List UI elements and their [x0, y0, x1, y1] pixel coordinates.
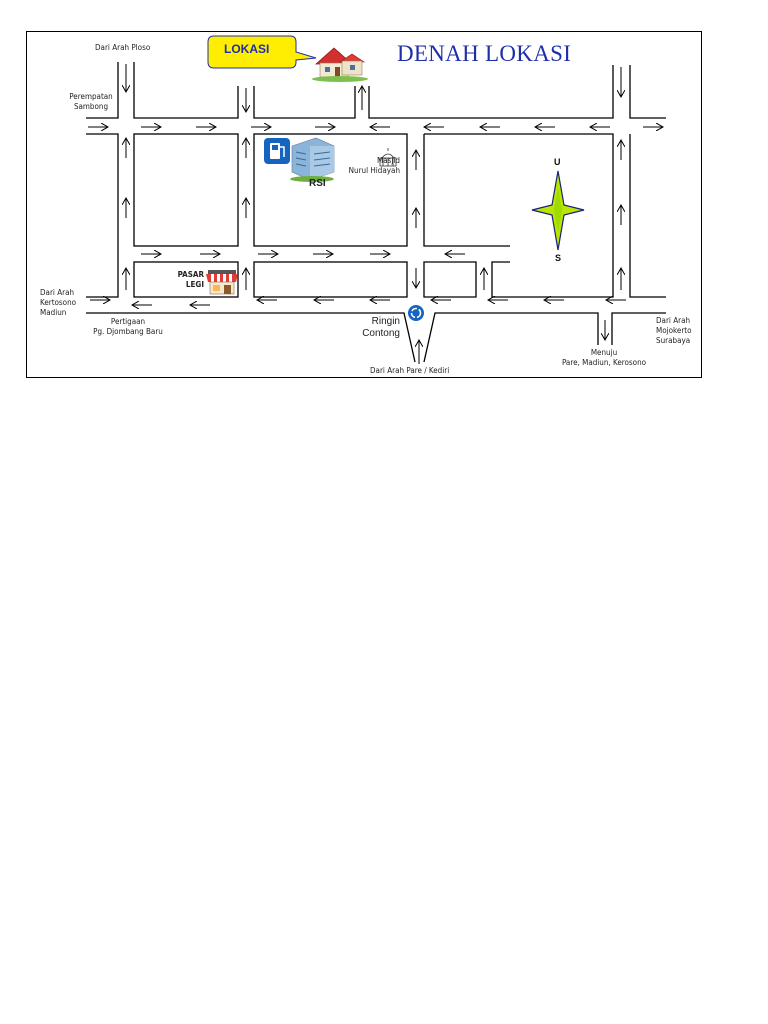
label-line: Contong — [362, 328, 400, 339]
mosque-icon — [379, 148, 397, 167]
label-dari-arah-mojokerto: Dari Arah Mojokerto Surabaya — [656, 316, 692, 346]
label-line: Madiun — [40, 308, 67, 317]
label-pertigaan: Pertigaan Pg. Djombang Baru — [78, 317, 178, 337]
fuel-station-icon — [264, 138, 290, 164]
label-line: Dari Arah — [656, 316, 691, 325]
page-title: DENAH LOKASI — [397, 41, 572, 66]
label-line: Mojokerto — [656, 326, 692, 335]
label-dari-arah-ploso: Dari Arah Ploso — [95, 43, 151, 52]
compass-north-label: U — [554, 157, 561, 167]
label-line: Surabaya — [656, 336, 691, 345]
compass-south-label: S — [555, 253, 562, 263]
label-perempatan-sambong: Perempatan Sambong — [56, 92, 126, 112]
label-rsi: RSI — [309, 178, 326, 189]
label-masjid: Masjid Nurul Hidayah — [330, 156, 400, 176]
roundabout-icon — [408, 305, 424, 321]
hospital-building-icon — [290, 137, 335, 182]
label-dari-arah-pare: Dari Arah Pare / Kediri — [370, 366, 450, 375]
label-dari-arah-kertosono: Dari Arah Kertosono Madiun — [40, 288, 76, 318]
label-line: Pare, Madiun, Kerosono — [561, 358, 647, 367]
label-line: Nurul Hidayah — [348, 166, 400, 175]
label-ringin-contong: Ringin Contong — [346, 316, 400, 340]
house-icon — [312, 47, 368, 82]
label-line: Perempatan — [69, 92, 113, 101]
label-menuju: Menuju Pare, Madiun, Kerosono — [552, 348, 656, 368]
label-line: Dari Arah — [40, 288, 75, 297]
label-line: Sambong — [73, 102, 109, 111]
compass-rose-icon — [531, 170, 585, 251]
label-line: Pertigaan — [110, 317, 146, 326]
label-line: LEGI — [185, 280, 204, 289]
label-line: Kertosono — [40, 298, 77, 307]
lokasi-callout: LOKASI — [207, 35, 317, 69]
market-icon — [206, 270, 238, 295]
label-line: Menuju — [590, 348, 618, 357]
label-line: Pg. Djombang Baru — [93, 327, 163, 336]
label-line: Masjid — [377, 156, 400, 165]
traffic-arrows — [88, 64, 663, 364]
callout-label: LOKASI — [224, 42, 269, 56]
label-line: PASAR — [177, 270, 204, 279]
label-pasar-legi: PASAR LEGI — [160, 270, 204, 290]
road-network — [86, 62, 666, 363]
label-line: Ringin — [371, 316, 400, 327]
